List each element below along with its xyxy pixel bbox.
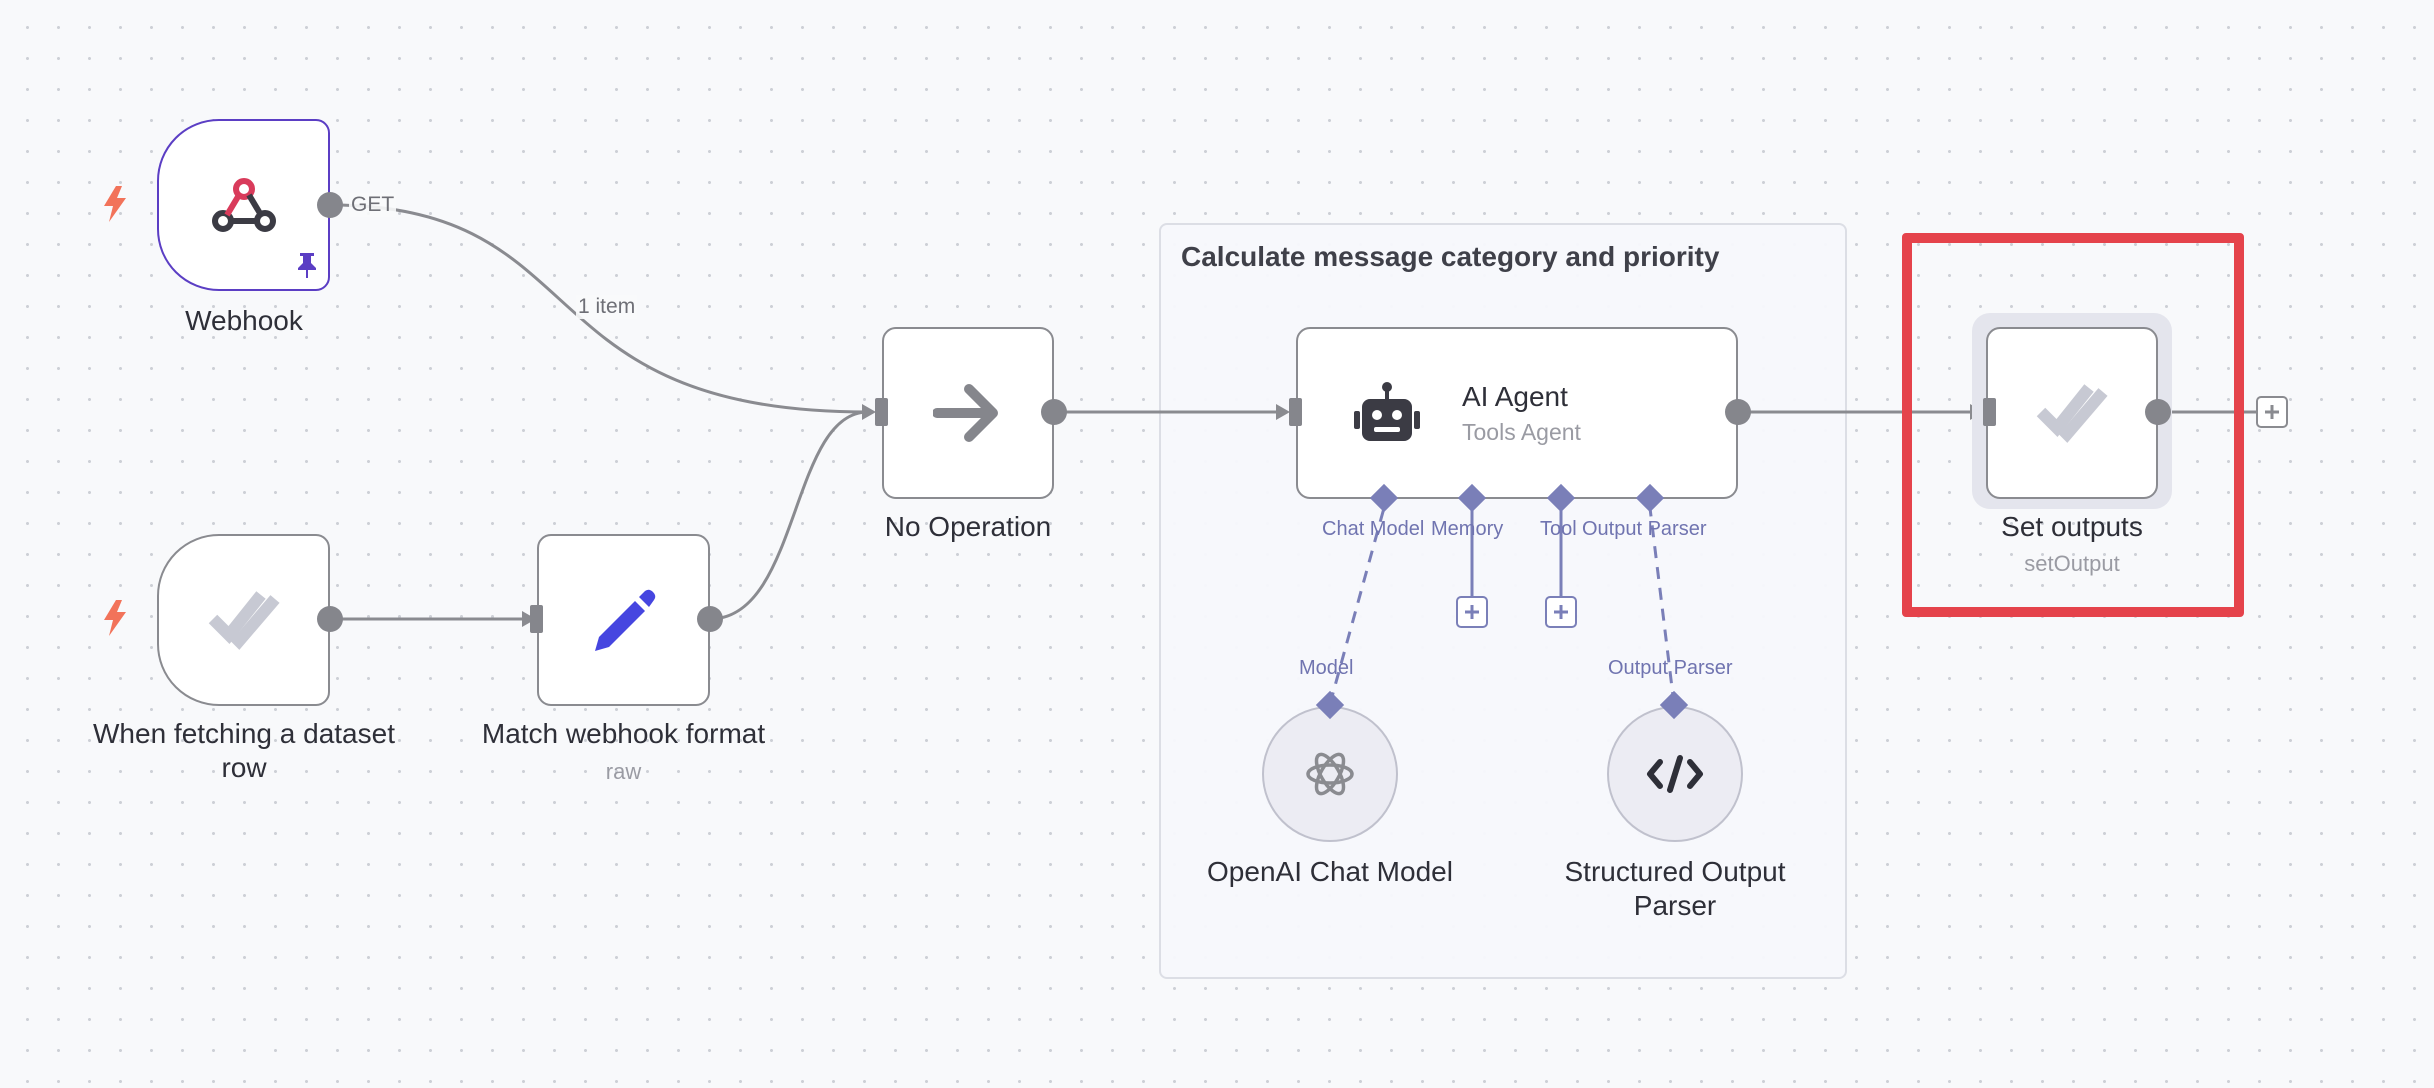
edge-arrowhead: [862, 404, 876, 420]
add-tool-button[interactable]: [1545, 596, 1577, 628]
trigger-bolt-icon: [104, 600, 126, 636]
webhook-output-label: GET: [349, 193, 397, 217]
arrow-right-icon: [933, 384, 998, 442]
agent-input-label-output-parser: Output Parser: [1582, 518, 1707, 540]
webhook-node[interactable]: [157, 119, 330, 291]
webhook-icon: [211, 178, 276, 232]
dataset-trigger-node[interactable]: [157, 534, 330, 706]
edge-match-to-noop: [709, 410, 869, 621]
match-format-subtitle: raw: [605, 759, 642, 784]
double-check-icon: [2036, 384, 2108, 443]
ai-agent-title: AI Agent: [1462, 380, 1568, 412]
agent-input-label-tool: Tool: [1540, 518, 1577, 540]
robot-icon: [1354, 382, 1420, 441]
edge-arrowhead: [1276, 404, 1290, 420]
match-format-label: Match webhook format: [481, 718, 766, 749]
edge-webhook-to-noop: [329, 203, 869, 414]
dataset-trigger-label: When fetching a dataset row: [93, 718, 395, 783]
agent-output-handle[interactable]: [1725, 399, 1751, 425]
webhook-output-handle[interactable]: [317, 192, 343, 218]
output-parser-handle-label: Output Parser: [1608, 657, 1733, 679]
noop-output-handle[interactable]: [1041, 399, 1067, 425]
group-title: Calculate message category and priority: [1181, 241, 1720, 272]
plus-icon: [2265, 405, 2279, 419]
match-format-input-handle[interactable]: [530, 605, 543, 633]
add-memory-button[interactable]: [1456, 596, 1488, 628]
highlight-frame: [1902, 233, 2244, 617]
pencil-icon: [594, 589, 655, 651]
edge-model-to-agent: [1328, 507, 1386, 705]
dataset-trigger-output-handle[interactable]: [317, 606, 343, 632]
openai-chat-model-label: OpenAI Chat Model: [1207, 856, 1453, 887]
no-operation-node[interactable]: [882, 327, 1054, 499]
openai-chat-model-node[interactable]: [1262, 706, 1398, 842]
double-check-icon: [208, 591, 280, 650]
set-outputs-node[interactable]: [1986, 327, 2158, 499]
agent-input-label-chat-model: Chat Model: [1322, 518, 1425, 540]
set-outputs-input-handle[interactable]: [1983, 398, 1996, 426]
agent-input-label-memory: Memory: [1431, 518, 1504, 540]
edge-parser-to-agent: [1648, 507, 1676, 705]
plus-icon: [1554, 605, 1568, 619]
openai-model-handle-label: Model: [1299, 657, 1354, 679]
set-outputs-subtitle: setOutput: [2024, 551, 2120, 576]
set-outputs-label: Set outputs: [2001, 511, 2143, 542]
set-outputs-output-handle[interactable]: [2145, 399, 2171, 425]
trigger-bolt-icon: [104, 186, 126, 222]
webhook-node-label: Webhook: [185, 305, 303, 336]
pin-icon[interactable]: [296, 251, 318, 279]
code-icon: [1647, 755, 1703, 793]
structured-output-parser-label: Structured Output Parser: [1564, 856, 1786, 921]
openai-icon: [1306, 752, 1354, 796]
add-next-node-button[interactable]: [2256, 396, 2288, 428]
match-format-node[interactable]: [537, 534, 710, 706]
plus-icon: [1465, 605, 1479, 619]
agent-input-handle[interactable]: [1289, 398, 1302, 426]
edge-item-count-label: 1 item: [576, 295, 638, 319]
match-format-output-handle[interactable]: [697, 606, 723, 632]
noop-input-handle[interactable]: [875, 398, 888, 426]
no-operation-label: No Operation: [884, 511, 1052, 542]
ai-agent-subtitle: Tools Agent: [1462, 418, 1581, 445]
edge-arrowhead: [522, 611, 536, 627]
ai-agent-node[interactable]: AI Agent Tools Agent: [1296, 327, 1738, 499]
structured-output-parser-node[interactable]: [1607, 706, 1743, 842]
